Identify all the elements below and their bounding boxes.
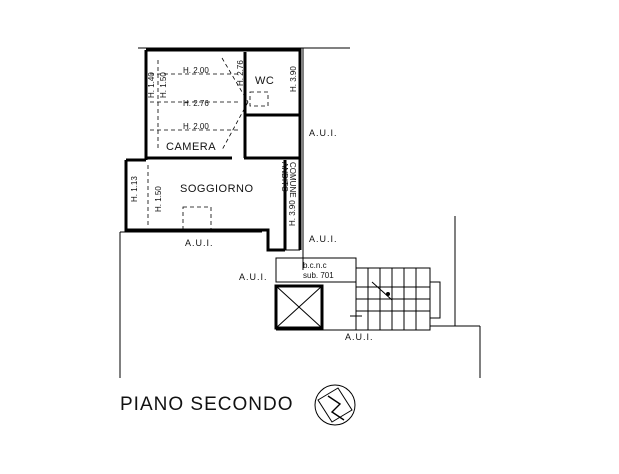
- height-label: H. 1.50: [159, 72, 168, 98]
- corridor-label-2: COMUNE: [288, 162, 297, 198]
- floor-title: PIANO SECONDO: [120, 394, 293, 415]
- common-area: [274, 257, 430, 331]
- neighbor-outline: [119, 47, 481, 378]
- height-label: H. 1.50: [154, 186, 163, 212]
- soggiorno-dashed-lines: [147, 91, 269, 230]
- room-label-soggiorno: SOGGIORNO: [180, 183, 254, 195]
- corridor-label: ANDITO: [280, 162, 289, 192]
- aui-label: A.U.I.: [239, 272, 268, 282]
- room-label-bcnc-sub: sub. 701: [303, 271, 334, 280]
- aui-label: A.U.I.: [309, 234, 338, 244]
- aui-label: A.U.I.: [309, 128, 338, 138]
- apartment-walls: [124, 48, 302, 252]
- room-label-wc: WC: [255, 75, 274, 87]
- aui-label: A.U.I.: [185, 238, 214, 248]
- room-label-bcnc: b.c.n.c: [303, 261, 327, 270]
- camera-skylight: [249, 91, 269, 107]
- lift-shaft: [274, 284, 324, 330]
- room-label-camera: CAMERA: [166, 141, 216, 153]
- height-label: H. 1.40: [147, 72, 156, 98]
- staircase: [350, 267, 441, 331]
- height-label: H. 3.90: [289, 66, 298, 92]
- height-label: H. 2.76: [183, 99, 209, 108]
- height-label: H. 2.76: [236, 60, 245, 86]
- height-label: H. 2.00: [183, 122, 209, 131]
- height-label: H. 3.90: [288, 200, 297, 226]
- height-label: H. 2.00: [183, 66, 209, 75]
- height-label: H. 1.13: [130, 176, 139, 202]
- soggiorno-skylight: [182, 206, 212, 230]
- camera-sloped-ceiling-lines: [150, 57, 249, 151]
- aui-label: A.U.I.: [345, 332, 374, 342]
- north-arrow-icon: [314, 384, 356, 426]
